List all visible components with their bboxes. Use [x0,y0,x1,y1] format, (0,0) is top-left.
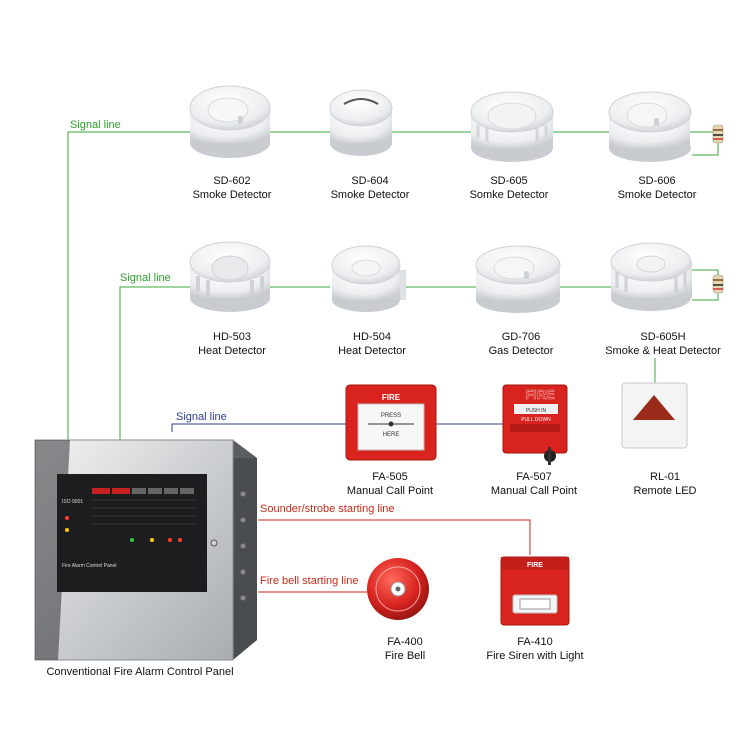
sd-606-device [608,91,692,162]
device-label-sd-604: SD-604 Smoke Detector [320,174,420,202]
panel-caption: Conventional Fire Alarm Control Panel [46,666,234,678]
device-name: Fire Bell [384,650,426,662]
call-point-here-text: HERE [383,432,400,438]
device-label-sd-602: SD-602 Smoke Detector [182,174,282,202]
hd-503-device [189,241,271,312]
device-name: Smoke Detector [330,189,410,201]
signal-line-2 [119,269,719,440]
device-model: GD-706 [501,331,541,343]
device-model: HD-504 [353,331,391,343]
pull-station-pull-text: PULL DOWN [521,417,551,423]
siren-fire-text: FIRE [527,562,543,569]
sd-605-device [470,91,554,162]
device-model: SD-605 [490,175,528,187]
fa-505-device: FIRE PRESS HERE [345,384,437,461]
device-name: Smoke & Heat Detector [605,345,721,357]
sd-605h-device [610,242,692,311]
device-label-hd-504: HD-504 Heat Detector [322,330,422,358]
device-label-fa-505: FA-505 Manual Call Point [334,470,446,498]
signal-line-1 [67,131,719,440]
device-model: FA-507 [516,471,552,483]
device-model: FA-410 [517,636,553,648]
device-name: Remote LED [633,485,697,497]
hd-504-device [331,245,406,312]
device-model: HD-503 [213,331,251,343]
pull-station-push-text: PUSH IN [526,408,547,414]
device-model: FA-400 [387,636,423,648]
device-name: Heat Detector [198,345,266,357]
signal-line-label-1: Signal line [70,119,121,131]
device-name: Manual Call Point [490,485,578,497]
device-name: Somke Detector [469,189,549,201]
call-point-fire-text: FIRE [382,393,401,402]
gd-706-device [475,245,561,313]
device-label-sd-605: SD-605 Somke Detector [459,174,559,202]
device-name: Smoke Detector [192,189,272,201]
resistor-1 [712,124,724,144]
device-model: SD-602 [213,175,251,187]
device-name: Smoke Detector [617,189,697,201]
control-panel: ISO 9001 Fire Alarm Control Panel [34,439,257,661]
device-model: FA-505 [372,471,408,483]
device-model: SD-606 [638,175,676,187]
device-label-gd-706: GD-706 Gas Detector [471,330,571,358]
device-label-fa-410: FA-410 Fire Siren with Light [470,635,600,663]
device-name: Fire Siren with Light [486,650,584,662]
fa-400-device [367,558,429,620]
fa-507-device: FIRE PUSH IN PULL DOWN [502,384,568,465]
device-model: SD-605H [640,331,686,343]
device-label-fa-507: FA-507 Manual Call Point [478,470,590,498]
fa-410-device: FIRE [500,556,570,626]
device-model: SD-604 [351,175,389,187]
device-name: Gas Detector [488,345,554,357]
sounder-strobe-line-label: Sounder/strobe starting line [260,503,395,515]
panel-iso-text: ISO 9001 [62,499,83,505]
signal-line-label-2: Signal line [120,272,171,284]
device-label-hd-503: HD-503 Heat Detector [182,330,282,358]
signal-line-label-3: Signal line [176,411,227,423]
signal-line-3 [171,423,503,432]
pull-station-fire-text: FIRE [525,387,555,402]
rl-01-device [621,382,688,449]
device-label-rl-01: RL-01 Remote LED [615,470,715,498]
device-name: Heat Detector [338,345,406,357]
sd-602-device [189,85,271,158]
panel-name-text: Fire Alarm Control Panel [62,563,116,569]
sounder-strobe-line [258,519,531,555]
resistor-2 [712,274,724,294]
device-label-sd-605h: SD-605H Smoke & Heat Detector [597,330,729,358]
call-point-press-text: PRESS [381,413,401,419]
device-label-fa-400: FA-400 Fire Bell [355,635,455,663]
sd-604-device [329,89,393,156]
fire-bell-line-label: Fire bell starting line [260,575,359,587]
device-model: RL-01 [650,471,680,483]
device-label-sd-606: SD-606 Smoke Detector [597,174,717,202]
device-name: Manual Call Point [346,485,434,497]
